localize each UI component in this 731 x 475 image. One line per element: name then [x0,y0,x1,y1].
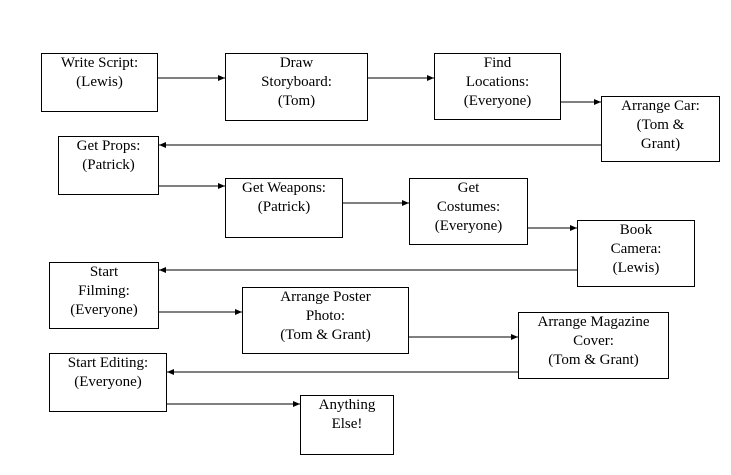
node-label: Get Weapons: (Patrick) [242,180,326,215]
node-get-weapons: Get Weapons: (Patrick) [225,178,343,238]
node-book-camera: Book Camera: (Lewis) [577,220,695,287]
node-arrange-poster-photo: Arrange Poster Photo: (Tom & Grant) [242,287,409,354]
node-anything-else: Anything Else! [300,395,394,455]
node-arrange-car: Arrange Car: (Tom & Grant) [601,96,720,162]
node-find-locations: Find Locations: (Everyone) [434,53,561,120]
node-label: Arrange Car: (Tom & Grant) [621,98,700,152]
node-label: Draw Storyboard: (Tom) [261,55,332,109]
node-get-props: Get Props: (Patrick) [58,136,159,195]
node-label: Anything Else! [318,397,376,432]
node-arrange-magazine-cover: Arrange Magazine Cover: (Tom & Grant) [518,312,669,379]
node-label: Write Script: (Lewis) [60,55,139,90]
node-get-costumes: Get Costumes: (Everyone) [409,178,528,245]
node-write-script: Write Script: (Lewis) [41,53,158,112]
node-label: Start Editing: (Everyone) [67,355,149,390]
node-start-editing: Start Editing: (Everyone) [49,353,167,412]
node-label: Book Camera: (Lewis) [610,222,662,276]
node-label: Arrange Magazine Cover: (Tom & Grant) [537,314,650,368]
node-label: Get Costumes: (Everyone) [434,180,503,234]
node-label: Start Filming: (Everyone) [70,264,138,318]
node-draw-storyboard: Draw Storyboard: (Tom) [225,53,368,121]
node-start-filming: Start Filming: (Everyone) [49,262,159,329]
node-label: Get Props: (Patrick) [76,138,141,173]
node-label: Arrange Poster Photo: (Tom & Grant) [280,289,371,343]
node-label: Find Locations: (Everyone) [463,55,532,109]
